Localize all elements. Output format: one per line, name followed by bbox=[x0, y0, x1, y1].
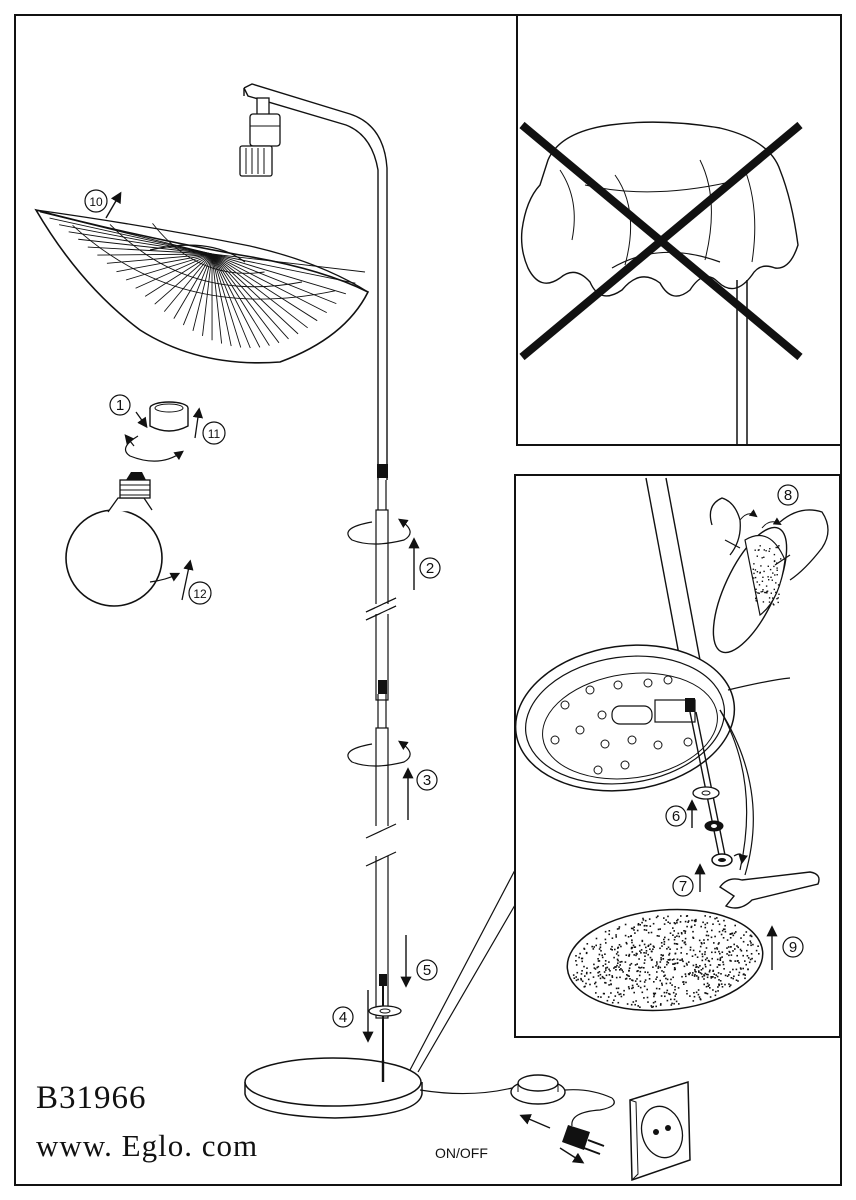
svg-text:6: 6 bbox=[672, 808, 680, 825]
svg-text:3: 3 bbox=[423, 772, 431, 789]
lamp-socket-icon bbox=[239, 97, 281, 177]
svg-text:2: 2 bbox=[426, 560, 434, 577]
step-6-label: 6 bbox=[665, 805, 687, 827]
step-11-label: 11 bbox=[202, 421, 226, 445]
step-1-label: 1 bbox=[109, 394, 131, 416]
peel-pad-illustration bbox=[709, 497, 829, 654]
svg-text:9: 9 bbox=[789, 939, 797, 956]
cloth-icon bbox=[520, 121, 799, 297]
model-number: B31966 bbox=[36, 1080, 147, 1116]
svg-text:1: 1 bbox=[116, 397, 124, 414]
wrench-icon bbox=[718, 871, 820, 909]
on-off-label: ON/OFF bbox=[435, 1145, 488, 1161]
svg-text:11: 11 bbox=[208, 427, 221, 441]
pad-texture bbox=[572, 545, 782, 1008]
step-12-label: 12 bbox=[188, 581, 212, 605]
base-washer-icon bbox=[368, 1005, 402, 1017]
step-3-label: 3 bbox=[416, 769, 438, 791]
step-10-label: 10 bbox=[84, 189, 108, 213]
shade-ring-icon bbox=[149, 401, 189, 432]
lamp-shade-icon bbox=[34, 208, 370, 364]
lamp-assembly bbox=[239, 83, 513, 1119]
svg-text:7: 7 bbox=[679, 878, 687, 895]
washer-icon bbox=[692, 786, 720, 800]
step-2-label: 2 bbox=[419, 557, 441, 579]
svg-text:4: 4 bbox=[339, 1009, 347, 1026]
lamp-base-icon bbox=[244, 1057, 423, 1119]
step-8-label: 8 bbox=[777, 484, 799, 506]
light-bulb-icon bbox=[65, 472, 163, 607]
wall-socket-icon bbox=[629, 1080, 691, 1182]
power-plug-icon bbox=[562, 1125, 605, 1155]
svg-text:10: 10 bbox=[89, 195, 103, 209]
website-link[interactable]: www. Eglo. com bbox=[36, 1128, 259, 1163]
svg-text:8: 8 bbox=[784, 487, 792, 504]
step-9-label: 9 bbox=[782, 936, 804, 958]
step-4-label: 4 bbox=[332, 1006, 354, 1028]
foot-switch-icon bbox=[510, 1074, 566, 1105]
svg-text:12: 12 bbox=[193, 587, 207, 601]
step-5-label: 5 bbox=[416, 959, 438, 981]
svg-text:5: 5 bbox=[423, 962, 431, 979]
step-7-label: 7 bbox=[672, 875, 694, 897]
base-underside-icon bbox=[514, 644, 791, 876]
warning-panel bbox=[516, 14, 842, 446]
